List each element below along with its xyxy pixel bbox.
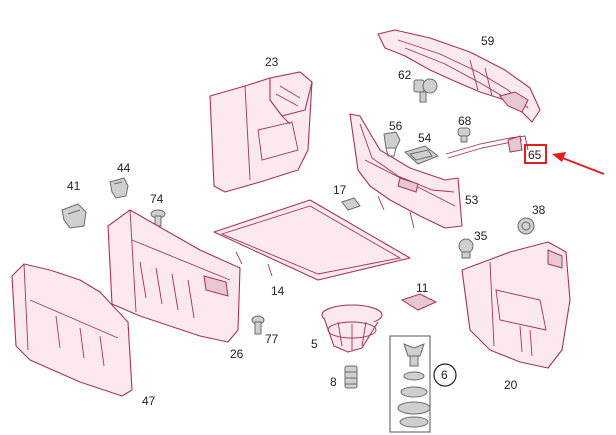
part-5-basket[interactable] [321, 304, 383, 353]
label-47: 47 [142, 394, 156, 408]
label-17: 17 [333, 183, 347, 197]
label-14: 14 [271, 284, 285, 298]
part-65-rod[interactable] [445, 135, 529, 159]
label-35: 35 [474, 229, 488, 243]
part-44-bracket[interactable] [109, 177, 129, 199]
label-65: 65 [528, 148, 542, 162]
part-6-kit[interactable] [389, 335, 431, 433]
label-6: 6 [441, 368, 448, 382]
part-8-spring[interactable] [344, 365, 358, 389]
label-44: 44 [117, 161, 131, 175]
part-38-grommet[interactable] [517, 217, 535, 235]
label-11: 11 [416, 281, 429, 295]
part-56-clip[interactable] [383, 131, 401, 157]
part-11-pad[interactable] [400, 293, 438, 311]
label-68: 68 [458, 114, 472, 128]
label-77: 77 [265, 332, 279, 346]
part-41-bracket[interactable] [61, 203, 87, 229]
part-54-bracket[interactable] [404, 145, 440, 165]
highlight-box-65 [524, 144, 547, 164]
part-74-pin[interactable] [150, 209, 166, 227]
label-26: 26 [230, 347, 244, 361]
part-53-rear-wall[interactable] [349, 113, 463, 229]
part-14-floor-mat[interactable] [213, 199, 411, 281]
label-56: 56 [389, 119, 403, 133]
part-20-side-trim[interactable] [461, 241, 571, 369]
highlight-arrow [552, 152, 605, 175]
kit-bracket [389, 335, 431, 433]
part-35-knob[interactable] [458, 238, 474, 259]
label-54: 54 [418, 131, 432, 145]
label-23: 23 [265, 55, 279, 69]
label-62: 62 [398, 68, 412, 82]
label-59: 59 [481, 34, 495, 48]
part-23-side-trim[interactable] [209, 71, 313, 193]
part-59-rear-panel[interactable] [377, 29, 541, 123]
part-62-bolt[interactable] [413, 78, 438, 103]
label-53: 53 [465, 193, 479, 207]
part-77-pin[interactable] [251, 315, 265, 335]
label-41: 41 [67, 179, 81, 193]
part-47-lower-panel[interactable] [11, 263, 133, 397]
part-26-side-panel[interactable] [107, 209, 241, 343]
kit-circle [433, 363, 457, 387]
label-5: 5 [311, 337, 318, 351]
label-20: 20 [504, 378, 518, 392]
label-74: 74 [150, 192, 164, 206]
part-17-clip[interactable] [341, 197, 361, 211]
label-8: 8 [330, 375, 337, 389]
label-38: 38 [532, 203, 546, 217]
part-68-plug[interactable] [457, 127, 471, 143]
